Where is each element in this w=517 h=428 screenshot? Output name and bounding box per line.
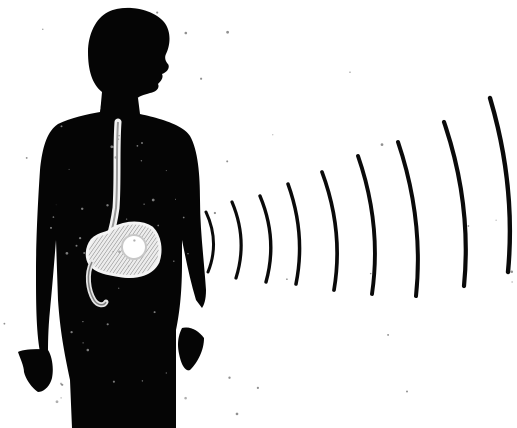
speckle bbox=[236, 413, 239, 416]
speckle bbox=[53, 216, 55, 218]
speckle bbox=[81, 208, 83, 210]
speckle bbox=[173, 260, 174, 261]
speckle bbox=[157, 225, 159, 227]
speckle bbox=[126, 218, 127, 219]
speckle bbox=[50, 227, 52, 229]
speckle bbox=[175, 199, 176, 200]
speckle bbox=[133, 239, 135, 241]
speckle bbox=[184, 397, 187, 400]
speckle bbox=[214, 212, 216, 214]
speckle bbox=[61, 384, 63, 386]
speckle bbox=[70, 331, 72, 333]
speckle bbox=[156, 12, 158, 14]
speckle bbox=[141, 160, 142, 161]
speckle bbox=[166, 372, 167, 373]
speckle bbox=[69, 169, 70, 170]
speckle bbox=[26, 157, 28, 159]
speckle bbox=[142, 380, 143, 381]
speckle bbox=[370, 273, 371, 274]
speckle bbox=[152, 199, 155, 202]
speckle bbox=[106, 204, 108, 206]
speckle bbox=[496, 220, 497, 221]
speckle bbox=[166, 170, 167, 171]
speckle bbox=[61, 125, 63, 127]
speckle bbox=[42, 29, 43, 30]
speckle bbox=[137, 145, 139, 147]
radio-capsule-icon bbox=[122, 235, 146, 259]
speckle bbox=[76, 245, 78, 247]
speckle bbox=[56, 400, 59, 403]
speckle bbox=[3, 323, 5, 325]
speckle bbox=[200, 78, 202, 80]
speckle bbox=[257, 387, 259, 389]
speckle bbox=[118, 250, 121, 253]
speckle bbox=[87, 349, 90, 352]
speckle bbox=[66, 252, 69, 255]
speckle bbox=[60, 397, 61, 398]
speckle bbox=[381, 143, 384, 146]
speckle bbox=[113, 381, 115, 383]
speckle bbox=[511, 281, 512, 282]
speckle bbox=[511, 271, 514, 274]
speckle bbox=[143, 204, 144, 205]
speckle bbox=[82, 321, 83, 322]
speckle bbox=[406, 391, 408, 393]
speckle bbox=[272, 134, 273, 135]
speckle bbox=[107, 323, 109, 325]
speckle bbox=[114, 156, 116, 158]
speckle bbox=[183, 217, 185, 219]
speckle bbox=[226, 31, 229, 34]
speckle bbox=[226, 160, 228, 162]
speckle bbox=[154, 311, 156, 313]
speckle bbox=[110, 145, 113, 148]
speckle bbox=[468, 225, 470, 227]
speckle bbox=[79, 237, 81, 239]
speckle bbox=[141, 142, 143, 144]
speckle bbox=[83, 252, 85, 254]
speckle bbox=[187, 253, 188, 254]
speckle bbox=[118, 138, 120, 140]
speckle bbox=[82, 342, 83, 343]
speckle bbox=[128, 266, 129, 267]
speckle bbox=[228, 377, 230, 379]
speckle bbox=[387, 334, 389, 336]
speckle bbox=[56, 204, 58, 206]
speckle bbox=[112, 251, 113, 252]
speckle bbox=[118, 288, 119, 289]
speckle bbox=[286, 278, 288, 280]
speckle bbox=[349, 72, 350, 73]
speckle bbox=[185, 32, 188, 35]
speckle bbox=[118, 135, 120, 137]
